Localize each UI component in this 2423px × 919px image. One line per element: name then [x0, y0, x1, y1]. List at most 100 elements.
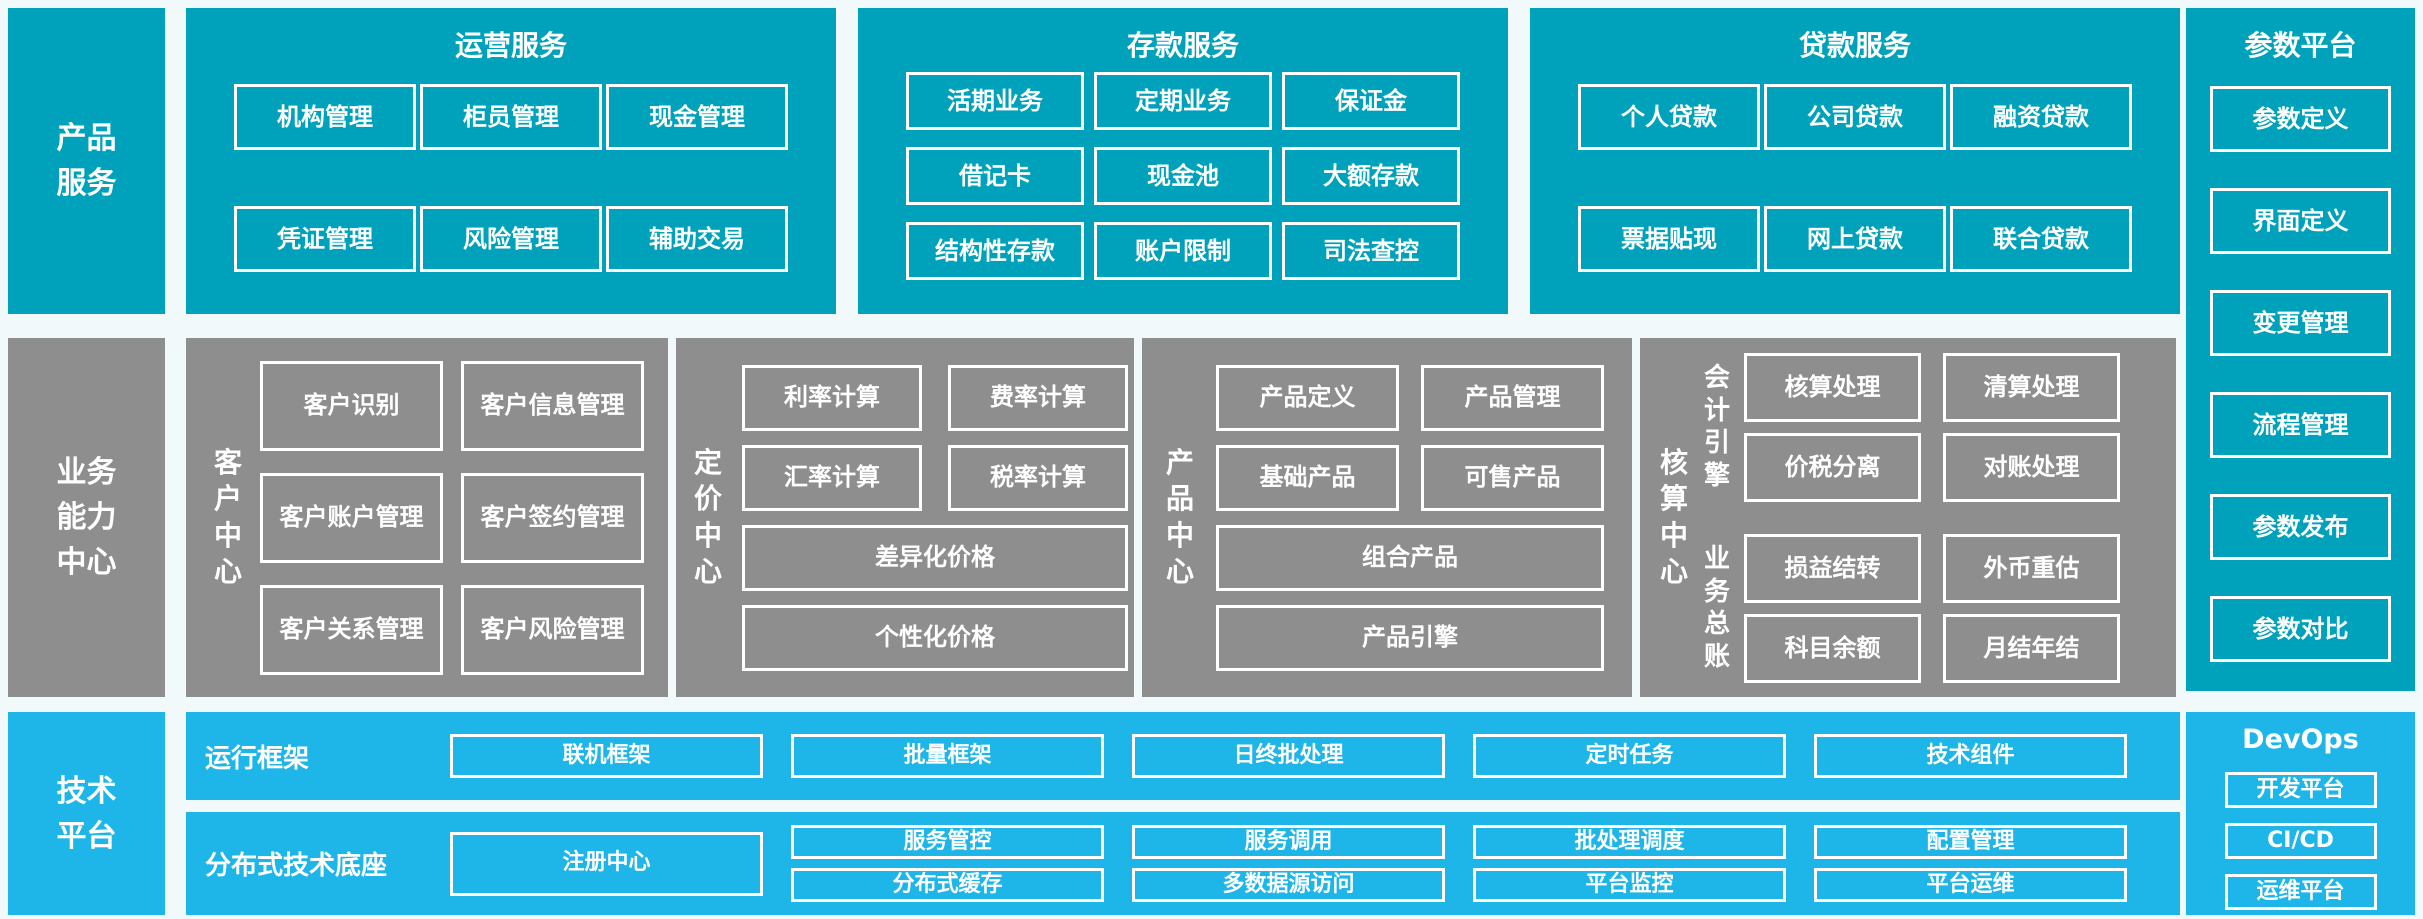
section-product-center: 产品中心 产品定义 产品管理 基础产品 可售产品 组合产品 产品引擎 [1142, 338, 1632, 697]
devops-title: DevOps [2242, 724, 2359, 755]
node-customer-relationship-management: 客户关系管理 [260, 584, 443, 675]
section-title-deposit: 存款服务 [1126, 29, 1239, 62]
node-teller-management: 柜员管理 [420, 84, 602, 150]
node-risk-management: 风险管理 [420, 206, 602, 272]
section-customer-center: 客户中心 客户识别 客户信息管理 客户账户管理 客户签约管理 客户关系管理 客户… [186, 338, 668, 697]
section-title-parameter-platform: 参数平台 [2244, 29, 2357, 62]
node-parameter-release: 参数发布 [2210, 494, 2391, 560]
node-margin-deposit: 保证金 [1282, 72, 1460, 130]
node-multi-datasource-access: 多数据源访问 [1132, 868, 1445, 902]
node-accounting-processing: 核算处理 [1744, 352, 1921, 422]
node-subject-balance: 科目余额 [1744, 613, 1921, 683]
business-ledger-group: 业务总账 损益结转 外币重估 科目余额 月结年结 [1702, 533, 2120, 683]
section-parameter-platform: 参数平台 参数定义 界面定义 变更管理 流程管理 参数发布 参数对比 [2186, 8, 2415, 691]
node-platform-ops: 平台运维 [1814, 868, 2127, 902]
node-fx-revaluation: 外币重估 [1943, 533, 2120, 603]
node-dev-platform: 开发平台 [2224, 772, 2377, 808]
section-accounting-center: 核算中心 会计引擎 核算处理 清算处理 价税分离 对账处理 业务总账 损益结转 … [1640, 338, 2176, 697]
product-stack: 产品定义 产品管理 基础产品 可售产品 组合产品 产品引擎 [1216, 364, 1604, 671]
deposit-grid: 活期业务 定期业务 保证金 借记卡 现金池 大额存款 结构性存款 账户限制 司法… [906, 72, 1460, 280]
node-service-governance: 服务管控 [791, 825, 1104, 859]
row-label-business-capability-center: 业务 能力 中心 [8, 338, 165, 697]
section-runtime-framework: 运行框架 联机框架 批量框架 日终批处理 定时任务 技术组件 [186, 712, 2180, 800]
accounting-engine-group: 会计引擎 核算处理 清算处理 价税分离 对账处理 [1702, 352, 2120, 502]
node-auxiliary-transaction: 辅助交易 [606, 206, 788, 272]
distributed-base-label: 分布式技术底座 [205, 851, 388, 881]
node-config-management: 配置管理 [1814, 825, 2127, 859]
node-time-deposit: 定期业务 [1094, 72, 1272, 130]
node-clearing-processing: 清算处理 [1943, 352, 2120, 422]
section-title-operations: 运营服务 [454, 29, 567, 62]
node-product-management: 产品管理 [1421, 364, 1604, 431]
customer-center-label: 客户中心 [213, 445, 242, 588]
node-change-management: 变更管理 [2210, 290, 2391, 356]
node-product-engine: 产品引擎 [1216, 604, 1604, 671]
node-tax-rate-calc: 税率计算 [948, 444, 1128, 511]
node-online-loan: 网上贷款 [1764, 206, 1946, 272]
node-distributed-cache: 分布式缓存 [791, 868, 1104, 902]
node-product-definition: 产品定义 [1216, 364, 1399, 431]
node-structured-deposit: 结构性存款 [906, 222, 1084, 280]
accounting-center-label: 核算中心 [1659, 445, 1688, 588]
parameter-column: 参数定义 界面定义 变更管理 流程管理 参数发布 参数对比 [2186, 86, 2415, 662]
node-account-restriction: 账户限制 [1094, 222, 1272, 280]
node-customer-contract-management: 客户签约管理 [461, 472, 644, 563]
node-customer-identification: 客户识别 [260, 360, 443, 451]
node-cicd: CI/CD [2224, 823, 2377, 859]
node-customer-risk-management: 客户风险管理 [461, 584, 644, 675]
node-parameter-compare: 参数对比 [2210, 596, 2391, 662]
section-loan-services: 贷款服务 个人贷款 公司贷款 融资贷款 票据贴现 网上贷款 联合贷款 [1530, 8, 2180, 314]
runtime-framework-label: 运行框架 [205, 743, 310, 774]
section-distributed-tech-base: 分布式技术底座 注册中心 服务管控 分布式缓存 服务调用 多数据源访问 批处理调… [186, 812, 2180, 915]
pricing-stack: 利率计算 费率计算 汇率计算 税率计算 差异化价格 个性化价格 [742, 364, 1128, 671]
product-center-label: 产品中心 [1165, 445, 1194, 588]
node-scheduled-tasks: 定时任务 [1473, 734, 1786, 778]
node-platform-monitoring: 平台监控 [1473, 868, 1786, 902]
node-customer-account-management: 客户账户管理 [260, 472, 443, 563]
node-bill-discount: 票据贴现 [1578, 206, 1760, 272]
node-tech-components: 技术组件 [1814, 734, 2127, 778]
node-financing-loan: 融资贷款 [1950, 84, 2132, 150]
node-fee-rate-calc: 费率计算 [948, 364, 1128, 431]
node-large-deposit: 大额存款 [1282, 147, 1460, 205]
section-title-loan: 贷款服务 [1798, 29, 1911, 62]
node-customer-info-management: 客户信息管理 [461, 360, 644, 451]
accounting-groups: 会计引擎 核算处理 清算处理 价税分离 对账处理 业务总账 损益结转 外币重估 … [1702, 352, 2120, 683]
operations-grid: 机构管理 柜员管理 现金管理 凭证管理 风险管理 辅助交易 [234, 84, 788, 272]
node-ops-platform: 运维平台 [2224, 874, 2377, 910]
node-personal-loan: 个人贷款 [1578, 84, 1760, 150]
pricing-center-label: 定价中心 [693, 445, 722, 588]
node-pnl-carryover: 损益结转 [1744, 533, 1921, 603]
node-basic-product: 基础产品 [1216, 444, 1399, 511]
runtime-grid: 联机框架 批量框架 日终批处理 定时任务 技术组件 [450, 734, 2127, 778]
node-reconciliation-processing: 对账处理 [1943, 432, 2120, 502]
node-demand-deposit: 活期业务 [906, 72, 1084, 130]
node-price-tax-separation: 价税分离 [1744, 432, 1921, 502]
section-pricing-center: 定价中心 利率计算 费率计算 汇率计算 税率计算 差异化价格 个性化价格 [676, 338, 1134, 697]
row-label-tech-platform: 技术 平台 [8, 712, 165, 915]
section-operations-services: 运营服务 机构管理 柜员管理 现金管理 凭证管理 风险管理 辅助交易 [186, 8, 836, 314]
loan-grid: 个人贷款 公司贷款 融资贷款 票据贴现 网上贷款 联合贷款 [1578, 84, 2132, 272]
node-batch-framework: 批量框架 [791, 734, 1104, 778]
node-parameter-definition: 参数定义 [2210, 86, 2391, 152]
row-label-product-services: 产品 服务 [8, 8, 165, 314]
node-differentiated-pricing: 差异化价格 [742, 524, 1128, 591]
business-ledger-label: 业务总账 [1703, 544, 1730, 672]
node-combined-product: 组合产品 [1216, 524, 1604, 591]
node-eod-batch-processing: 日终批处理 [1132, 734, 1445, 778]
node-ui-definition: 界面定义 [2210, 188, 2391, 254]
node-syndicated-loan: 联合贷款 [1950, 206, 2132, 272]
node-personalized-pricing: 个性化价格 [742, 604, 1128, 671]
node-cash-pool: 现金池 [1094, 147, 1272, 205]
customer-grid: 客户识别 客户信息管理 客户账户管理 客户签约管理 客户关系管理 客户风险管理 [260, 360, 644, 675]
node-judicial-control: 司法查控 [1282, 222, 1460, 280]
node-exchange-rate-calc: 汇率计算 [742, 444, 922, 511]
node-corporate-loan: 公司贷款 [1764, 84, 1946, 150]
section-deposit-services: 存款服务 活期业务 定期业务 保证金 借记卡 现金池 大额存款 结构性存款 账户… [858, 8, 1508, 314]
node-registry-center: 注册中心 [450, 831, 763, 896]
distributed-grid: 注册中心 服务管控 分布式缓存 服务调用 多数据源访问 批处理调度 平台监控 配… [450, 825, 2127, 902]
node-voucher-management: 凭证管理 [234, 206, 416, 272]
node-month-year-end: 月结年结 [1943, 613, 2120, 683]
node-org-management: 机构管理 [234, 84, 416, 150]
